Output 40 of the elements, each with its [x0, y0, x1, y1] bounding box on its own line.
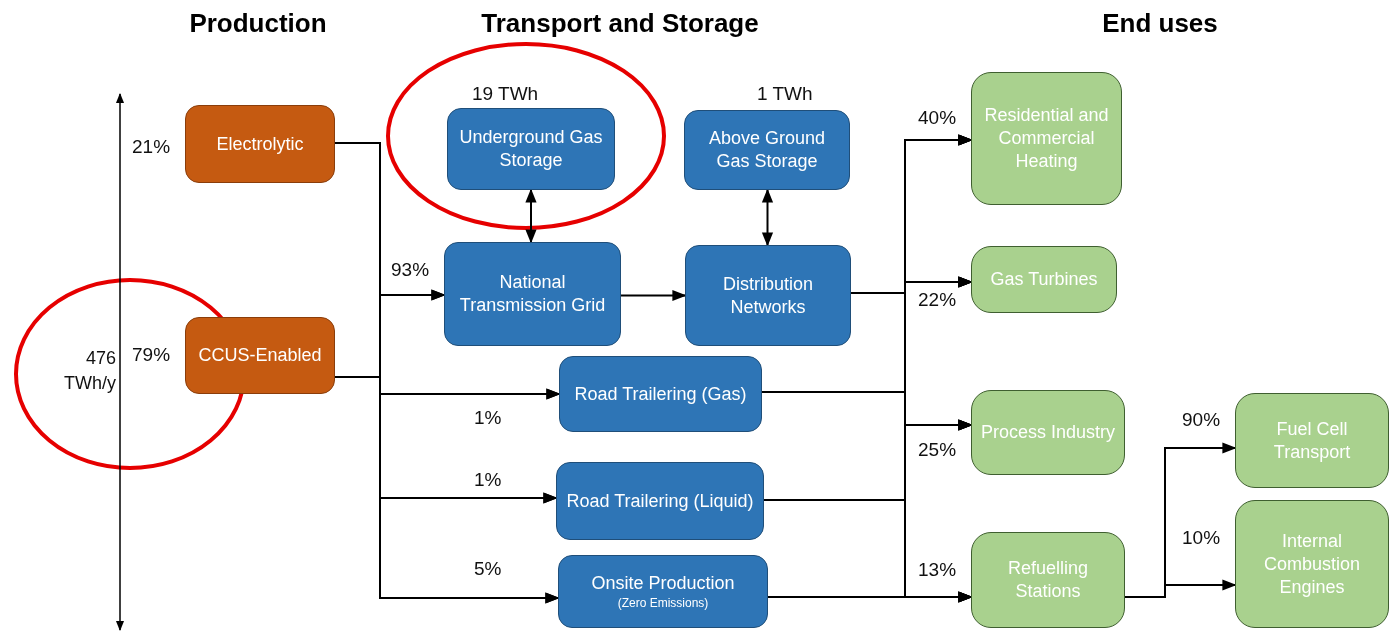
share-label: 5% [474, 558, 502, 580]
box-label: Onsite Production [591, 572, 735, 595]
box-label: Road Trailering (Gas) [574, 382, 747, 406]
share-label: 10% [1182, 527, 1221, 549]
share-label: 79% [132, 344, 171, 366]
box-label: Underground Gas Storage [458, 126, 604, 172]
share-label: 93% [391, 259, 430, 281]
box-label: Road Trailering (Liquid) [566, 489, 754, 513]
box-label: Gas Turbines [990, 268, 1098, 291]
box-label: CCUS-Enabled [198, 344, 322, 367]
arrow [525, 188, 537, 244]
box-label: Residential and Commercial Heating [983, 104, 1110, 173]
share-label: 1% [474, 407, 502, 429]
box-label: Above Ground Gas Storage [707, 127, 827, 173]
box-label: Fuel Cell Transport [1272, 417, 1352, 464]
share-label: 40% [918, 107, 957, 129]
share-label: 90% [1182, 409, 1221, 431]
arrow [767, 591, 973, 603]
column-heading: Transport and Storage [481, 8, 759, 39]
box-label: National Transmission Grid [458, 271, 607, 317]
share-label: 21% [132, 136, 171, 158]
box-subtitle: (Zero Emissions) [617, 595, 709, 611]
arrow [1124, 579, 1237, 598]
box-label: Refuelling Stations [1006, 557, 1090, 603]
box-label: Electrolytic [216, 132, 304, 156]
column-heading: End uses [1102, 8, 1218, 39]
box-label: Process Industry [980, 421, 1116, 444]
share-label: 25% [918, 439, 957, 461]
column-heading: Production [189, 8, 327, 39]
arrow [620, 289, 687, 302]
share-label: 19 TWh [472, 83, 539, 105]
arrow [761, 188, 774, 247]
share-label: 1 TWh [757, 83, 813, 105]
share-label: 13% [918, 559, 957, 581]
box-label: Internal Combustion Engines [1262, 529, 1361, 599]
share-label: 1% [474, 469, 502, 491]
box-label: Distribution Networks [721, 272, 814, 319]
process-box [685, 245, 851, 346]
share-label: 22% [918, 289, 957, 311]
total-label: 476 TWh/y [63, 347, 116, 395]
